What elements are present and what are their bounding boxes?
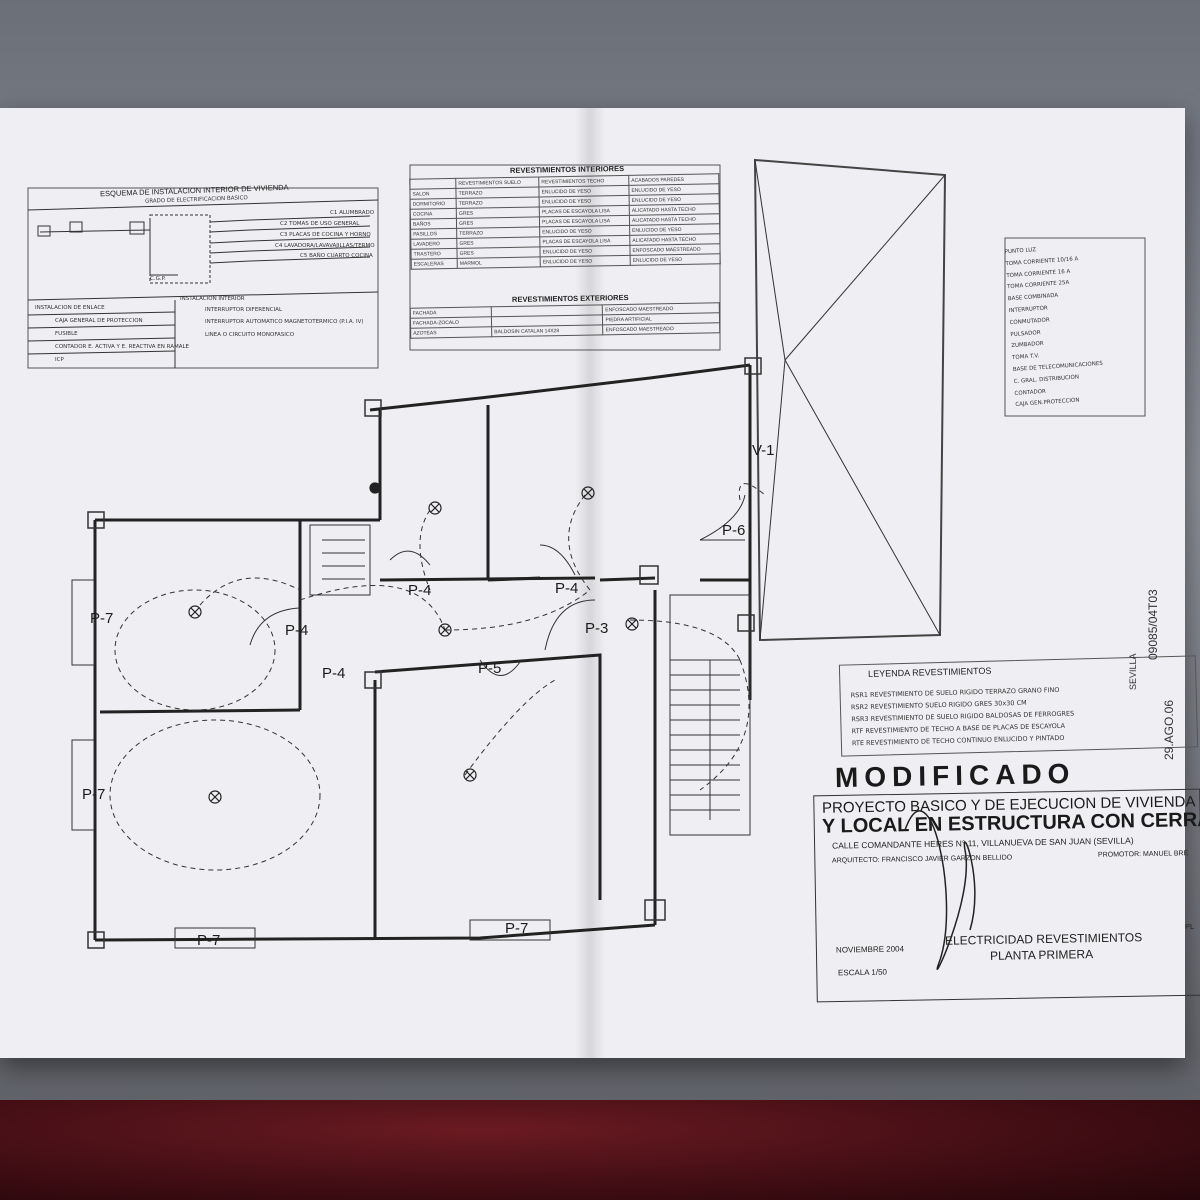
architect-signature — [904, 810, 976, 970]
circuit-c1: C1 ALUMBRADO — [330, 210, 375, 216]
enlace-title: INSTALACION DE ENLACE — [35, 305, 105, 311]
blueprint-sheet — [0, 108, 1185, 1058]
interior-title: INSTALACION INTERIOR — [180, 296, 245, 302]
door-label-p6: P-6 — [722, 522, 746, 539]
window-label-p7: P-7 — [505, 920, 529, 937]
cgp-label: C.G.P. — [150, 276, 166, 282]
door-label-p4: P-4 — [285, 622, 309, 639]
sheet-number: PL — [1185, 922, 1195, 931]
door-label-p5: P-5 — [478, 660, 502, 677]
door-label-p4: P-4 — [408, 582, 432, 599]
schema-box — [27, 187, 379, 369]
red-cloth — [0, 1100, 1200, 1200]
circuit-c2: C2 TOMAS DE USO GENERAL — [280, 221, 360, 227]
window-label-p7: P-7 — [82, 786, 106, 803]
door-label-p4: P-4 — [555, 580, 579, 597]
window-label-v1: V-1 — [752, 442, 775, 459]
enlace-item-1: CAJA GENERAL DE PROTECCION — [55, 318, 143, 324]
window-label-p7: P-7 — [90, 610, 114, 627]
interior-item-1: INTERRUPTOR DIFERENCIAL — [205, 307, 283, 313]
door-label-p3: P-3 — [585, 620, 609, 637]
enlace-item-4: ICP — [55, 357, 64, 363]
enlace-item-3: CONTADOR E. ACTIVA Y E. REACTIVA EN RAMA… — [55, 344, 190, 350]
enlace-item-2: FUSIBLE — [55, 331, 78, 337]
door-label-p4: P-4 — [322, 665, 346, 682]
interior-item-3: LINEA O CIRCUITO MONOFASICO — [205, 332, 295, 338]
window-label-p7: P-7 — [197, 932, 221, 949]
circuit-c5: C5 BAÑO CUARTO COCINA — [300, 253, 373, 259]
circuit-c4: C4 LAVADORA/LAVAVAJILLAS/TERMO — [275, 243, 375, 249]
circuit-c3: C3 PLACAS DE COCINA Y HORNO — [280, 232, 371, 238]
interior-item-2: INTERRUPTOR AUTOMATICO MAGNETOTERMICO (P… — [205, 319, 364, 325]
